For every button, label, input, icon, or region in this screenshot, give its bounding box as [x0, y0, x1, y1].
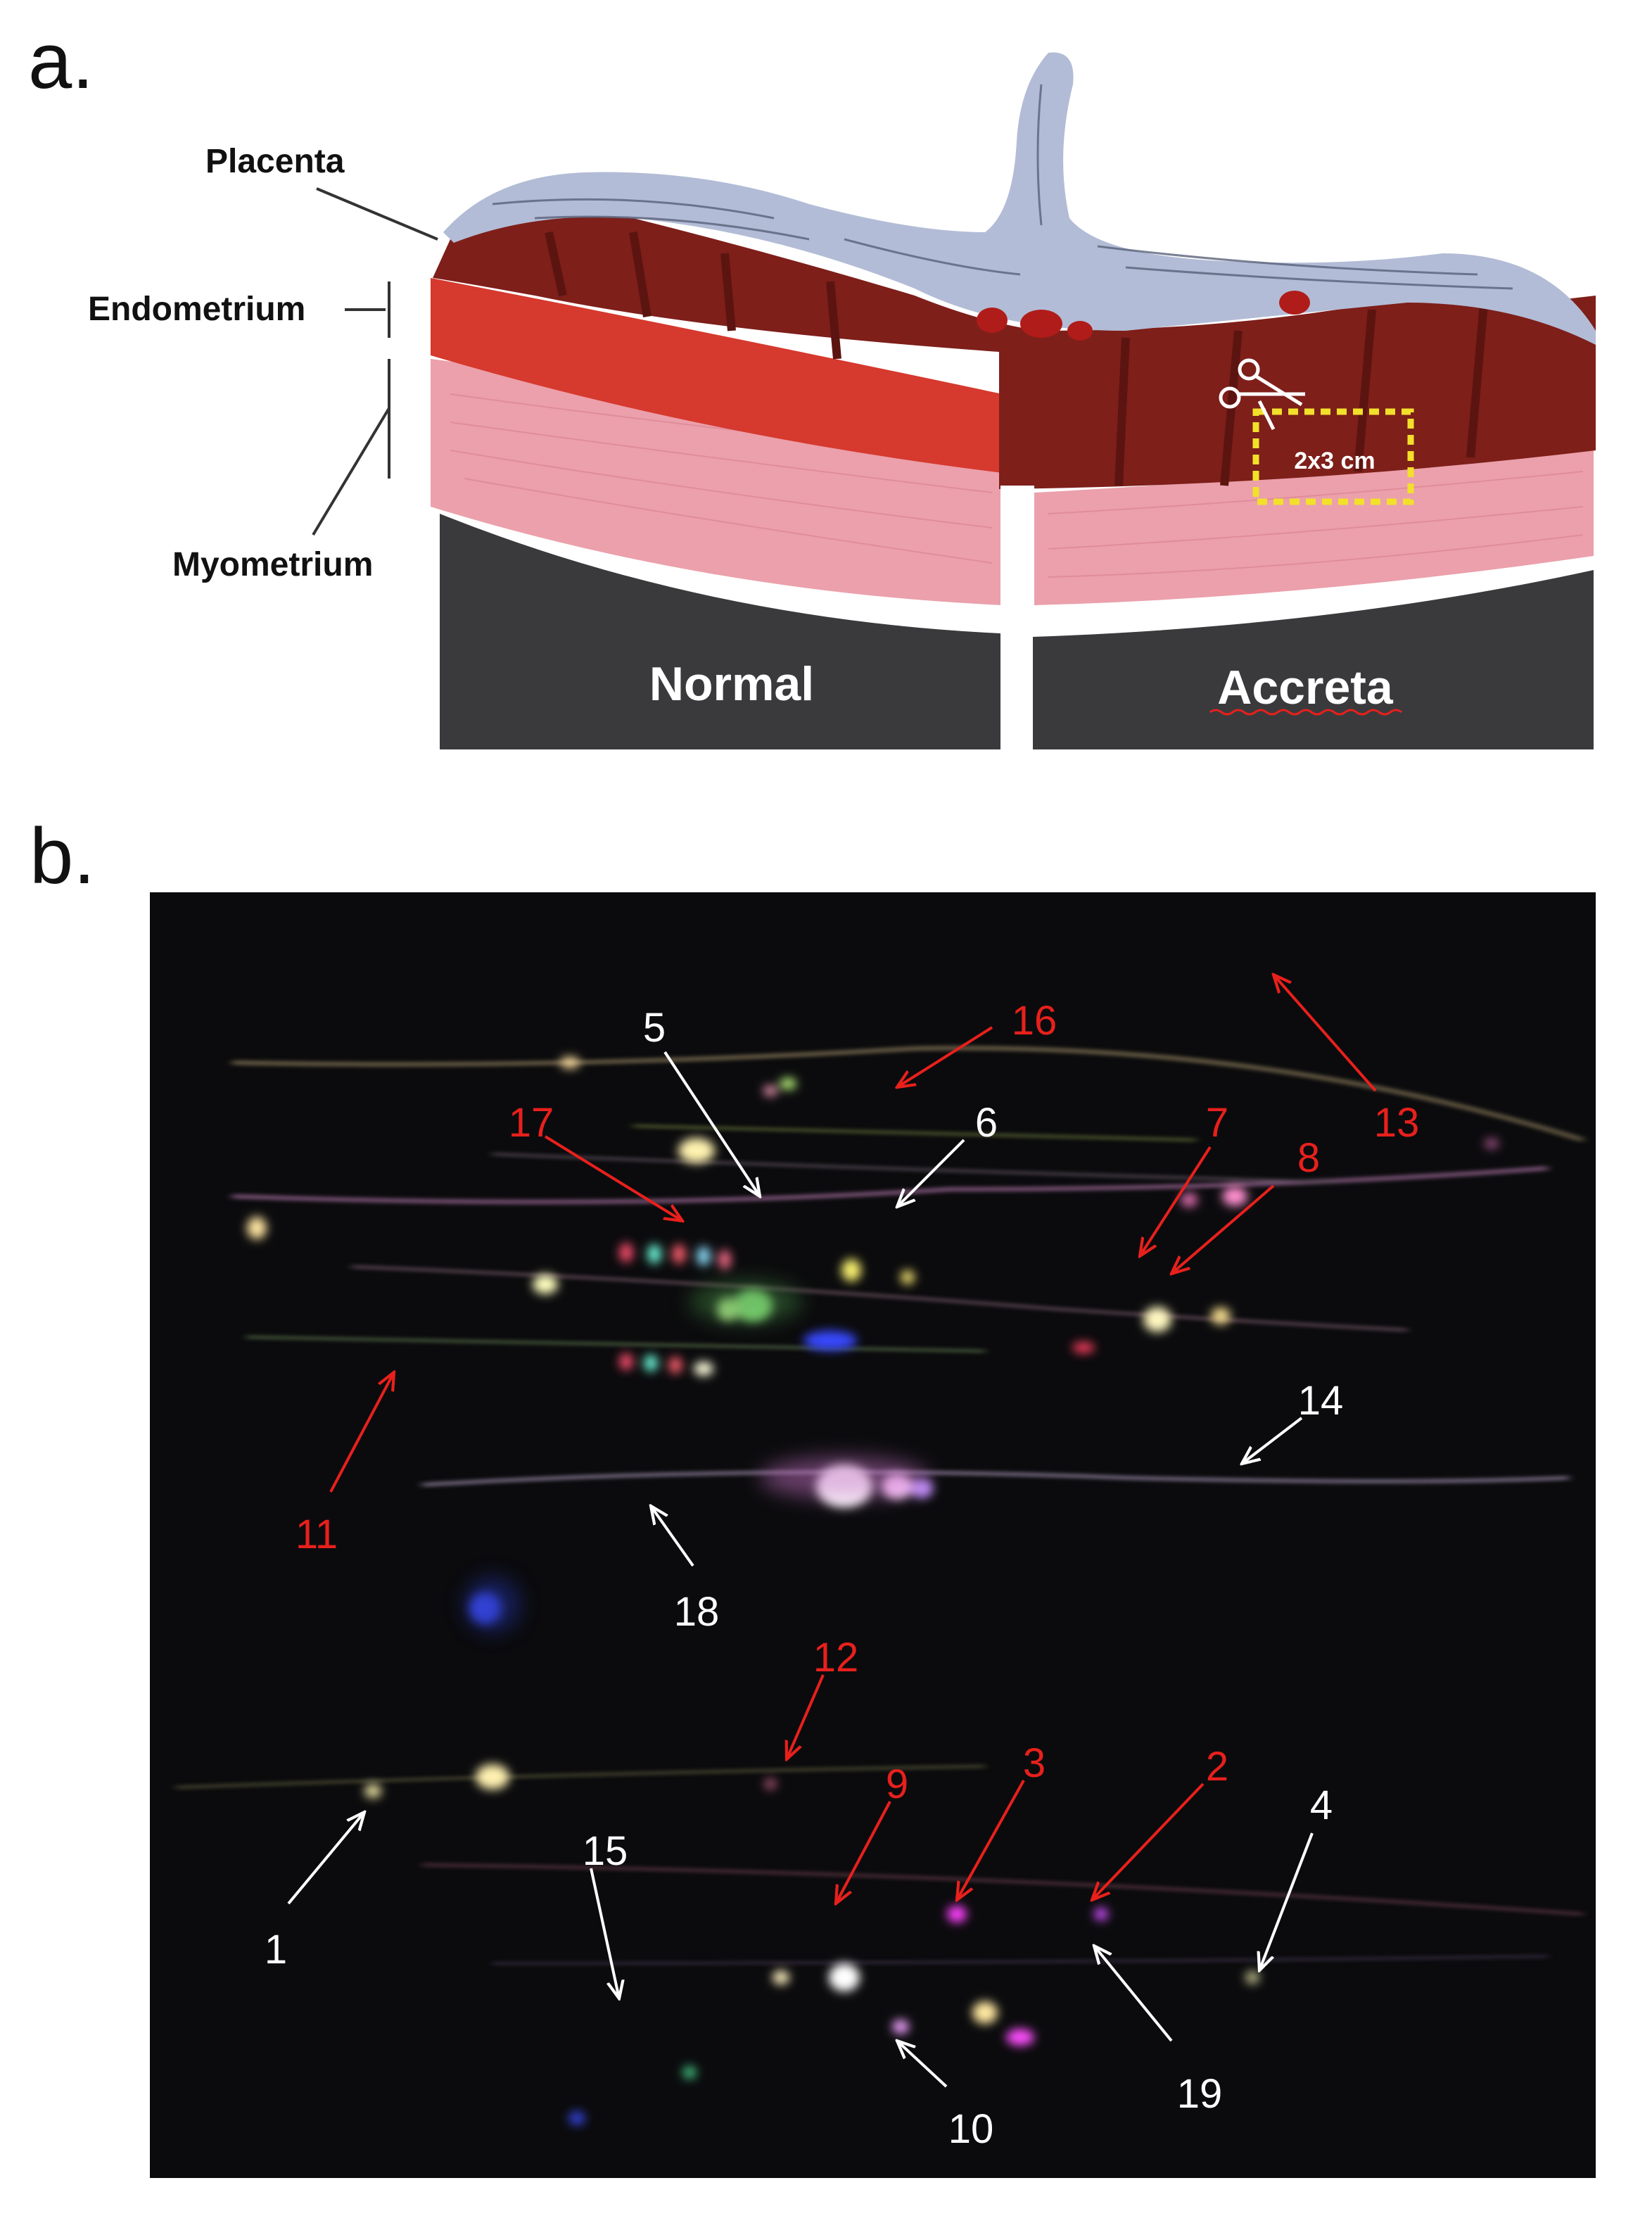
band-label-normal: Normal [649, 657, 814, 711]
band-label-accreta: Accreta [1217, 661, 1394, 714]
spot-label-7: 7 [1206, 1100, 1228, 1146]
villous-lines [545, 231, 1489, 486]
label-endometrium: Endometrium [88, 291, 305, 328]
arrow-8 [1171, 1184, 1275, 1274]
spot-label-19: 19 [1177, 2071, 1223, 2117]
gel-image [150, 892, 1596, 2178]
arrow-19 [1094, 1946, 1173, 2042]
myometrium-leader [312, 407, 390, 536]
split-gap [1000, 486, 1034, 626]
panel-a-letter: a. [28, 17, 94, 105]
arrow-5 [663, 1051, 760, 1196]
arrow-3 [957, 1780, 1025, 1900]
arrow-12 [787, 1674, 825, 1759]
spot-label-15: 15 [583, 1828, 628, 1874]
spot-label-3: 3 [1023, 1740, 1046, 1786]
arrow-16 [897, 1026, 993, 1087]
sample-size-label: 2x3 cm [1294, 448, 1375, 474]
arrow-7 [1140, 1146, 1212, 1256]
spot-label-17: 17 [509, 1100, 554, 1146]
arrow-15 [590, 1868, 619, 1999]
arrow-9 [836, 1801, 891, 1904]
panel-b-letter: b. [30, 812, 95, 900]
blood-pools [977, 291, 1310, 341]
spot-label-6: 6 [975, 1100, 998, 1146]
label-myometrium: Myometrium [172, 546, 373, 583]
band-normal [440, 514, 1000, 749]
myometrium-fibers [450, 393, 1584, 578]
sample-box [1252, 408, 1414, 505]
arrow-4 [1259, 1832, 1314, 1970]
spellcheck-underline [1209, 709, 1402, 716]
panel-a: a. [28, 17, 1596, 749]
panel-b: b. [30, 812, 1596, 2178]
arrow-10 [897, 2041, 948, 2088]
gel-streaks [175, 1046, 1584, 1965]
arrow-14 [1242, 1417, 1303, 1464]
arrow-18 [651, 1506, 694, 1567]
spot-label-1: 1 [265, 1927, 287, 1973]
placenta-texture [492, 84, 1513, 290]
arrow-13 [1273, 975, 1377, 1092]
scissors-icon [1219, 358, 1305, 431]
spot-label-9: 9 [886, 1761, 908, 1807]
spot-label-8: 8 [1297, 1135, 1320, 1181]
spot-label-13: 13 [1374, 1100, 1420, 1146]
spot-arrows [287, 975, 1377, 2088]
placenta [443, 52, 1596, 345]
spot-label-12: 12 [813, 1635, 859, 1680]
gel-haze [464, 1281, 929, 1633]
spot-label-18: 18 [674, 1589, 720, 1635]
spot-label-11: 11 [296, 1512, 338, 1557]
band-accreta [1033, 570, 1594, 749]
spot-label-4: 4 [1310, 1783, 1333, 1828]
spot-label-5: 5 [643, 1005, 666, 1051]
label-placenta: Placenta [205, 143, 345, 180]
spot-label-16: 16 [1012, 998, 1057, 1044]
arrow-6 [897, 1139, 965, 1207]
gel-spot-cluster [619, 1243, 1095, 1374]
placental-bed [433, 217, 1596, 352]
placenta-leader [316, 187, 438, 241]
arrow-1 [287, 1812, 364, 1905]
spot-label-2: 2 [1206, 1744, 1228, 1790]
spot-label-10: 10 [948, 2106, 994, 2152]
arrow-17 [544, 1135, 682, 1221]
arrow-2 [1092, 1783, 1205, 1900]
endometrium-normal [431, 278, 1003, 473]
arrow-11 [329, 1372, 394, 1493]
spot-label-14: 14 [1298, 1378, 1344, 1424]
